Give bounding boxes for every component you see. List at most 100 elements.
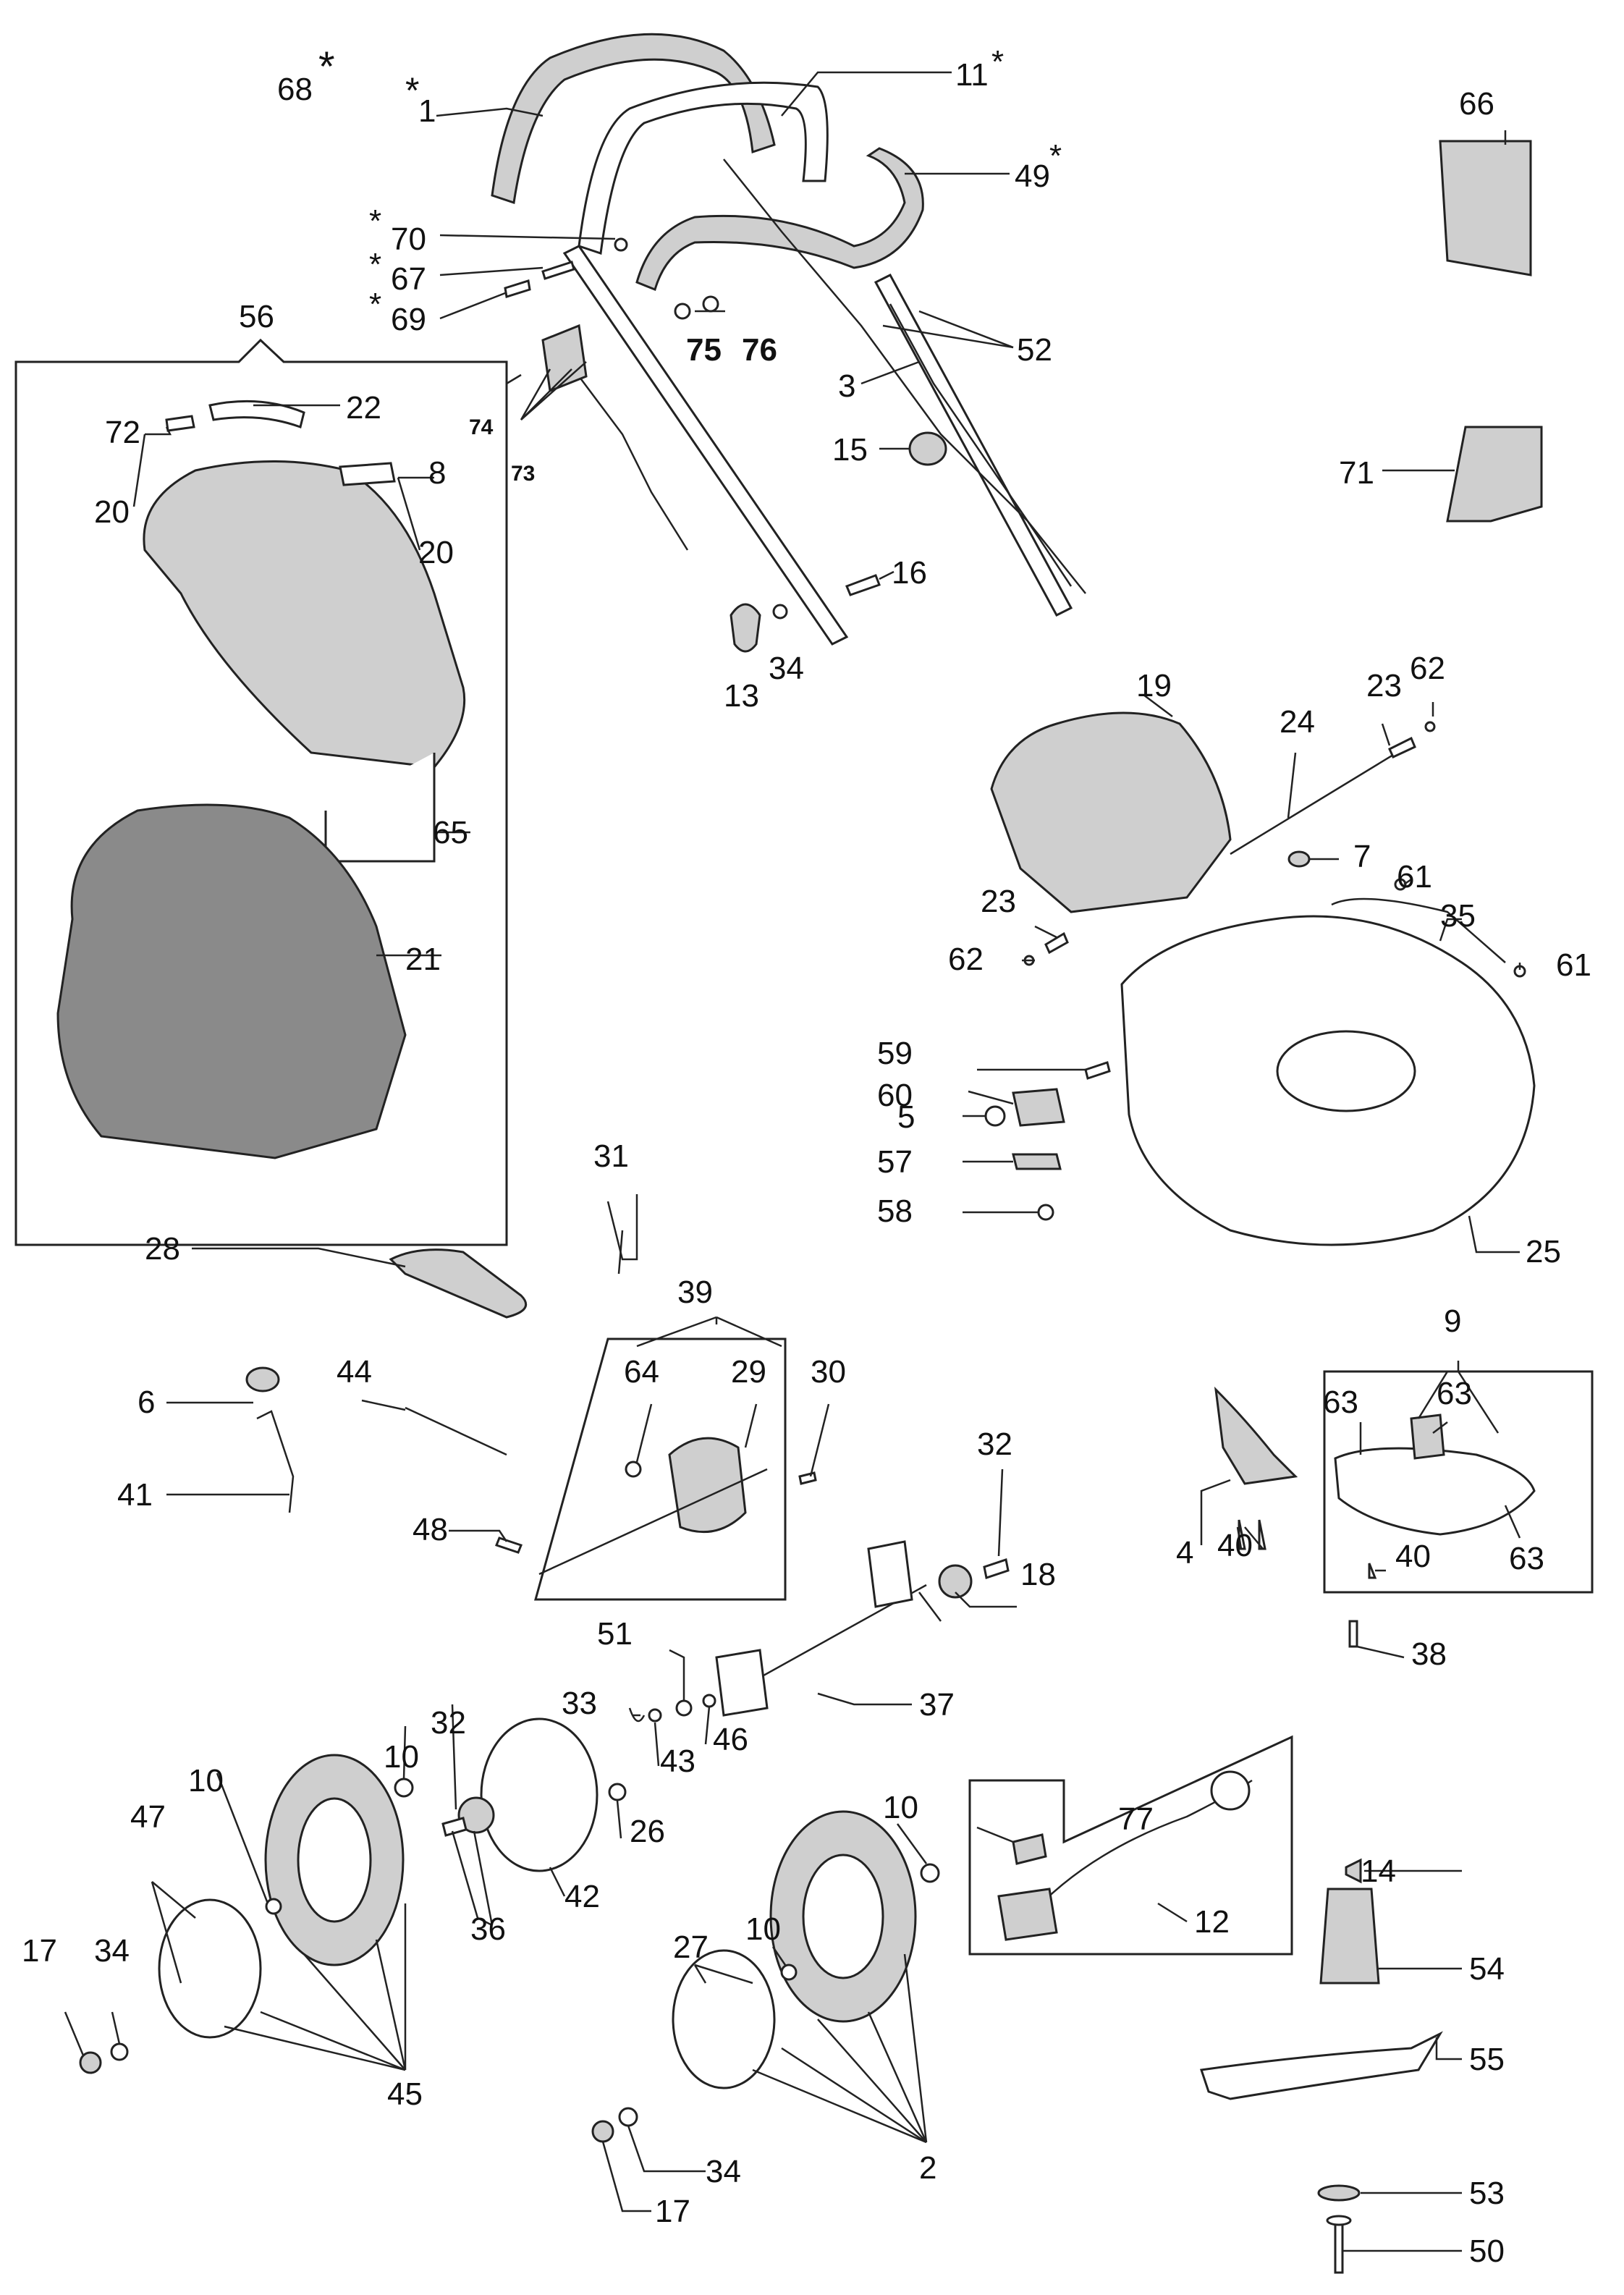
hubcap-42 (480, 1717, 599, 1872)
label-63-top-right: 63 (1437, 1376, 1472, 1411)
label-57: 57 (877, 1144, 913, 1180)
label-20-left: 20 (94, 494, 130, 530)
bar-35 (1331, 897, 1506, 963)
pin-67 (541, 261, 575, 280)
label-8: 8 (428, 455, 446, 491)
star-69: * (369, 287, 381, 322)
belt-28 (389, 1248, 528, 1319)
label-11: 11 (955, 57, 989, 93)
label-13: 13 (724, 678, 759, 714)
spring-64 (625, 1461, 642, 1478)
label-16: 16 (892, 555, 927, 591)
washer-70 (614, 237, 628, 252)
label-51: 51 (597, 1616, 633, 1652)
label-32-right: 32 (977, 1427, 1012, 1462)
label-63-top-left: 63 (1323, 1385, 1358, 1420)
nut-17-right (591, 2120, 614, 2143)
bushing-32-right (983, 1558, 1010, 1579)
bushing-32-left (441, 1817, 468, 1837)
star-67: * (369, 247, 381, 282)
guard-9-mount (1410, 1413, 1445, 1460)
knob-15 (908, 431, 947, 466)
label-19: 19 (1136, 668, 1172, 703)
cable-52 (889, 303, 1086, 594)
star-70: * (369, 203, 381, 239)
clip-77 (1012, 1833, 1047, 1865)
label-34-left: 34 (94, 1933, 130, 1969)
nut-17-left (79, 2051, 102, 2074)
label-6: 6 (138, 1385, 155, 1420)
label-14: 14 (1361, 1854, 1396, 1889)
label-46: 46 (713, 1722, 748, 1757)
label-53: 53 (1469, 2176, 1505, 2211)
label-30: 30 (811, 1354, 846, 1390)
sticker-8 (339, 462, 396, 486)
gear-18 (938, 1564, 973, 1599)
label-33: 33 (562, 1686, 597, 1721)
label-70: 70 (391, 221, 426, 257)
label-40-right: 40 (1395, 1539, 1431, 1574)
flap-71 (1446, 426, 1543, 523)
label-18: 18 (1020, 1557, 1056, 1592)
spring-44 (405, 1406, 507, 1456)
star-68: * (318, 43, 335, 90)
label-43: 43 (660, 1744, 695, 1779)
cover-19 (990, 711, 1232, 913)
label-9: 9 (1444, 1303, 1461, 1339)
label-54: 54 (1469, 1951, 1505, 1987)
label-36: 36 (470, 1911, 506, 1947)
rod-24 (1230, 751, 1397, 855)
washer-34-right (618, 2107, 638, 2127)
gear-36 (457, 1796, 495, 1834)
label-32-left: 32 (431, 1705, 466, 1741)
label-38: 38 (1411, 1636, 1447, 1672)
label-65: 65 (433, 815, 468, 850)
star-49: * (1049, 138, 1062, 174)
label-52: 52 (1017, 332, 1052, 368)
label-24: 24 (1280, 704, 1315, 740)
knob-6 (245, 1366, 280, 1392)
bushing-51 (675, 1699, 693, 1717)
label-44: 44 (337, 1354, 372, 1390)
label-23-right: 23 (1366, 668, 1402, 703)
key-14 (1345, 1858, 1362, 1884)
star-1: * (405, 70, 419, 111)
label-73: 73 (511, 462, 535, 486)
label-7: 7 (1353, 839, 1371, 874)
label-10-left-inner: 10 (188, 1763, 224, 1799)
label-17-right: 17 (655, 2194, 690, 2229)
label-37: 37 (919, 1687, 955, 1723)
label-76: 76 (742, 332, 777, 368)
washer-34-left (110, 2042, 129, 2061)
wheel-hub-47 (158, 1898, 262, 2039)
label-77: 77 (1118, 1801, 1154, 1837)
label-10-right-outer: 10 (883, 1790, 918, 1825)
label-28: 28 (145, 1231, 180, 1267)
wheel-hub-27 (672, 1949, 776, 2089)
label-39: 39 (677, 1275, 713, 1310)
washer-46 (702, 1694, 716, 1708)
label-40-left: 40 (1217, 1528, 1253, 1563)
pin-69 (504, 279, 531, 298)
sticker-72 (165, 415, 195, 432)
label-61-right: 61 (1556, 947, 1591, 983)
label-55: 55 (1469, 2042, 1505, 2077)
star-11: * (991, 44, 1004, 80)
bolt-50 (1334, 2220, 1344, 2274)
handle-tube-left (562, 245, 849, 646)
frame-12 (968, 1735, 1293, 1956)
frame-56 (14, 338, 508, 1246)
plug-7 (1287, 850, 1311, 868)
gearbox-29 (668, 1437, 747, 1534)
frame-65 (324, 753, 436, 863)
bearing-10-right-inner (780, 1964, 798, 1981)
label-64: 64 (624, 1354, 659, 1390)
bolt-16 (845, 574, 881, 596)
label-41: 41 (117, 1477, 153, 1513)
handle-1 (491, 33, 776, 204)
group-frames (14, 338, 1594, 1956)
pin-30 (798, 1471, 817, 1485)
label-63-bottom: 63 (1509, 1541, 1544, 1576)
drive-plate-12 (997, 1888, 1058, 1941)
